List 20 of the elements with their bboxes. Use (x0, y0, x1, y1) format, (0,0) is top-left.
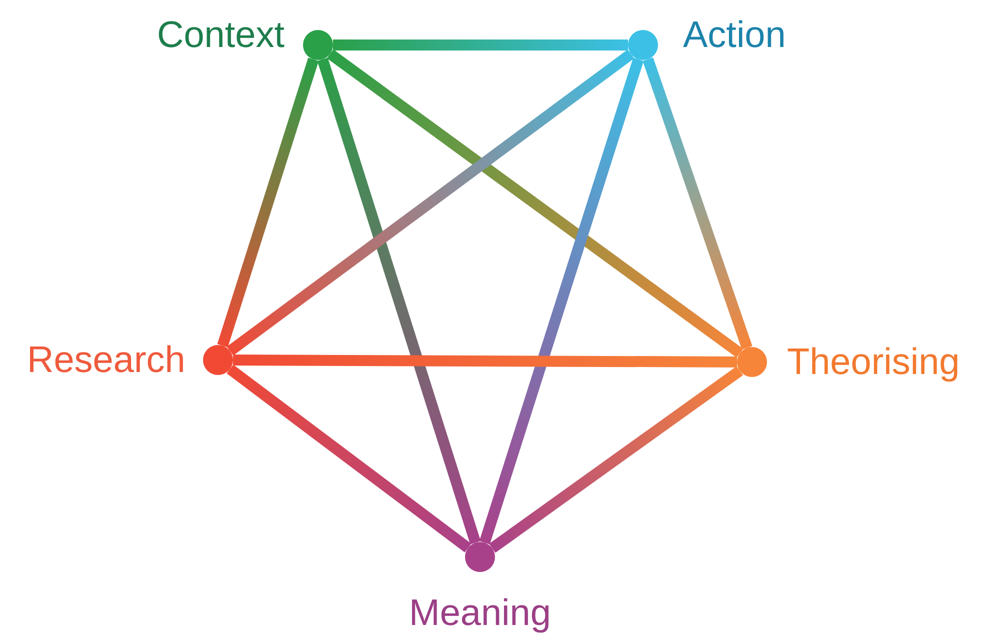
connector-line (226, 364, 472, 552)
node-dot (203, 345, 233, 375)
node-label: Action (683, 16, 786, 53)
node-dot (737, 347, 767, 377)
node-label: Context (157, 16, 285, 53)
node-dot (303, 30, 333, 60)
connector-line (217, 58, 319, 348)
node-dot (628, 30, 658, 60)
connector-line (642, 57, 752, 350)
connector-line (232, 354, 738, 368)
connector-line (226, 50, 634, 356)
connector-line (479, 58, 644, 544)
node-dot (465, 542, 495, 572)
connector-line (317, 58, 481, 544)
connector-line (326, 49, 744, 358)
connector-line (488, 366, 744, 553)
node-label: Research (27, 341, 186, 378)
node-label: Meaning (409, 594, 551, 631)
connector-line (333, 40, 628, 50)
node-label: Theorising (787, 343, 960, 380)
